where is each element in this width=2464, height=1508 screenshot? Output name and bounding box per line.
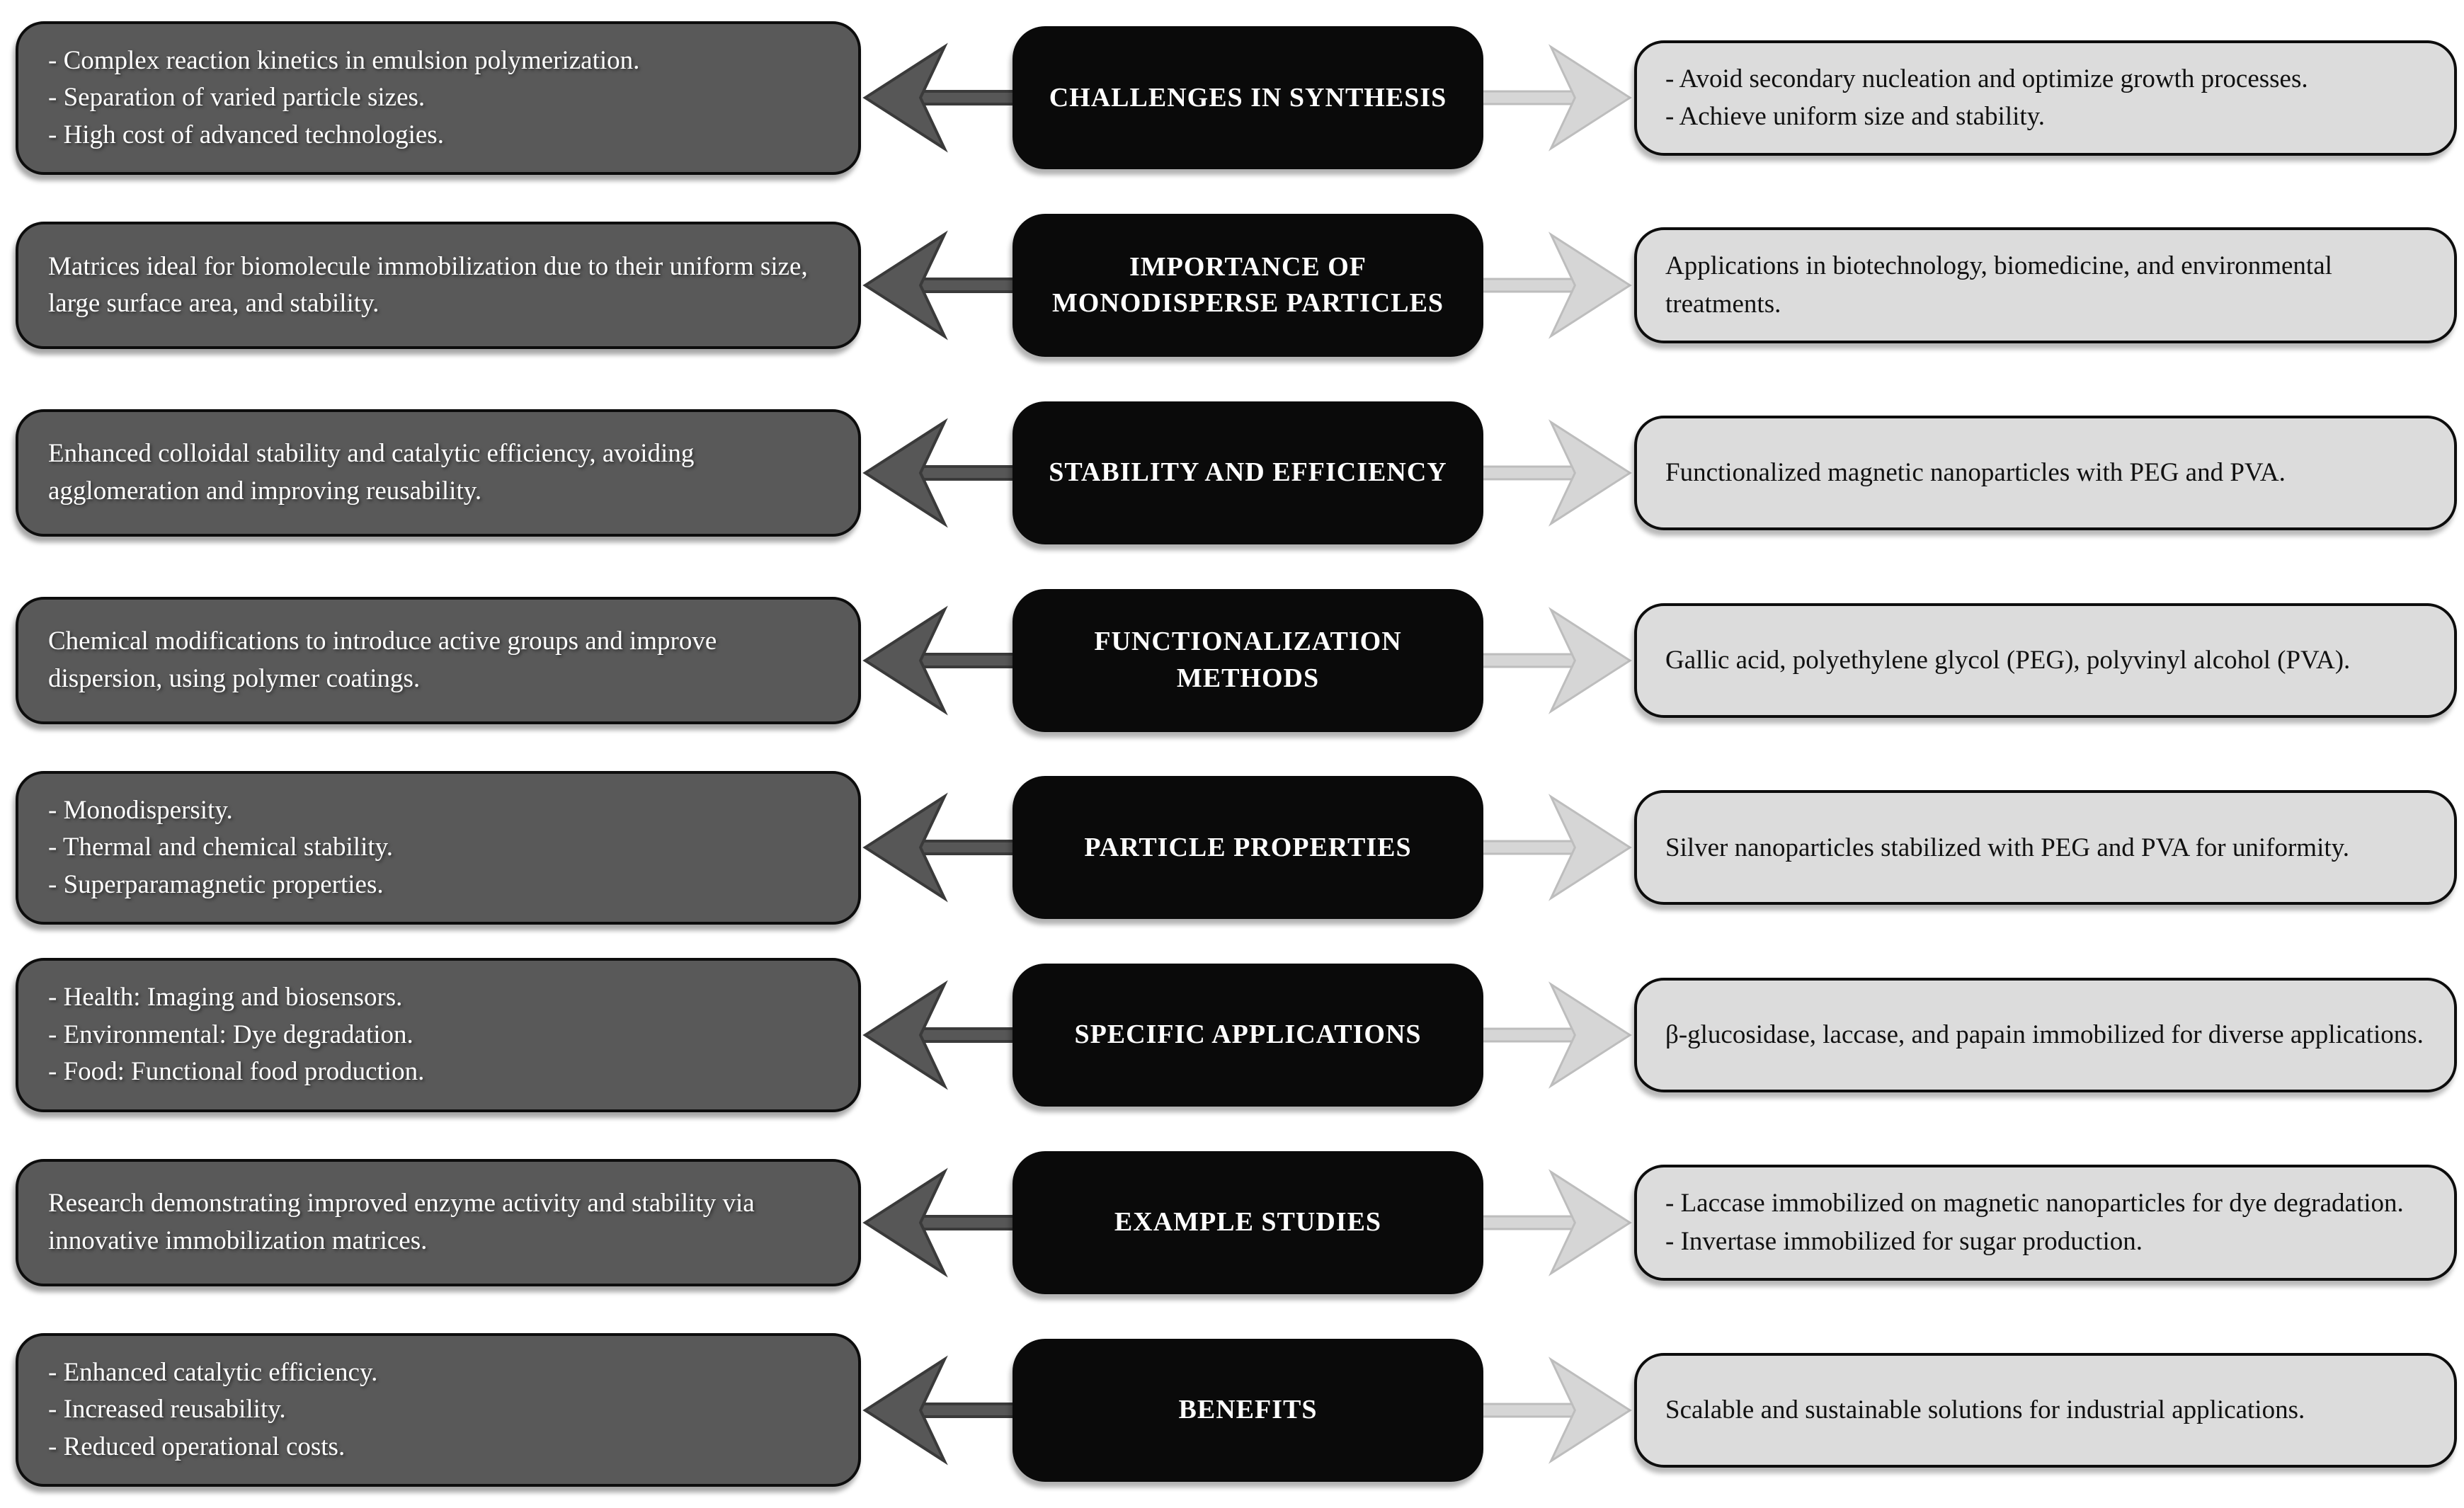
left-detail-text: Chemical modifications to introduce acti… bbox=[48, 627, 717, 693]
left-detail-box: - Monodispersity. - Thermal and chemical… bbox=[16, 770, 861, 925]
right-arrow-icon bbox=[1483, 1358, 1631, 1462]
right-detail-text: Applications in biotechnology, biomedici… bbox=[1665, 251, 2332, 319]
left-arrow-icon bbox=[864, 607, 1013, 713]
right-detail-text: Functionalized magnetic nanoparticles wi… bbox=[1665, 458, 2286, 488]
right-arrow-cell bbox=[1483, 1129, 1634, 1316]
left-arrow-icon bbox=[864, 983, 1013, 1088]
left-detail-text: Research demonstrating improved enzyme a… bbox=[48, 1189, 755, 1255]
right-arrow-icon bbox=[1483, 46, 1631, 150]
diagram-row-specific-applications: - Health: Imaging and biosensors. - Envi… bbox=[0, 942, 2464, 1129]
left-arrow-cell bbox=[861, 567, 1013, 754]
left-arrow-icon bbox=[864, 233, 1013, 338]
right-detail-text: Scalable and sustainable solutions for i… bbox=[1665, 1395, 2305, 1424]
right-detail-box: β-glucosidase, laccase, and papain immob… bbox=[1634, 978, 2457, 1093]
left-arrow-icon bbox=[864, 420, 1013, 525]
topic-box: STABILITY AND EFFICIENCY bbox=[1013, 401, 1483, 544]
right-arrow-icon bbox=[1483, 983, 1631, 1087]
diagram-row-stability: Enhanced colloidal stability and catalyt… bbox=[0, 379, 2464, 566]
left-detail-text: - Complex reaction kinetics in emulsion … bbox=[48, 45, 640, 149]
right-detail-text: - Avoid secondary nucleation and optimiz… bbox=[1665, 64, 2308, 132]
right-arrow-cell bbox=[1483, 754, 1634, 941]
left-detail-box: Enhanced colloidal stability and catalyt… bbox=[16, 409, 861, 537]
right-detail-text: Silver nanoparticles stabilized with PEG… bbox=[1665, 833, 2349, 862]
diagram-row-challenges: - Complex reaction kinetics in emulsion … bbox=[0, 4, 2464, 191]
left-detail-box: Matrices ideal for biomolecule immobiliz… bbox=[16, 222, 861, 350]
left-detail-text: - Enhanced catalytic efficiency. - Incre… bbox=[48, 1357, 378, 1461]
left-arrow-cell bbox=[861, 1317, 1013, 1504]
left-arrow-icon bbox=[864, 795, 1013, 901]
right-arrow-icon bbox=[1483, 421, 1631, 525]
diagram-row-importance: Matrices ideal for biomolecule immobiliz… bbox=[0, 192, 2464, 379]
right-detail-text: β-glucosidase, laccase, and papain immob… bbox=[1665, 1020, 2424, 1050]
right-detail-box: - Avoid secondary nucleation and optimiz… bbox=[1634, 40, 2457, 156]
left-arrow-cell bbox=[861, 192, 1013, 379]
diagram-row-example-studies: Research demonstrating improved enzyme a… bbox=[0, 1129, 2464, 1316]
right-arrow-icon bbox=[1483, 608, 1631, 712]
topic-box: EXAMPLE STUDIES bbox=[1013, 1150, 1483, 1294]
right-detail-box: Functionalized magnetic nanoparticles wi… bbox=[1634, 415, 2457, 530]
right-arrow-cell bbox=[1483, 192, 1634, 379]
right-detail-box: - Laccase immobilized on magnetic nanopa… bbox=[1634, 1165, 2457, 1281]
right-arrow-icon bbox=[1483, 796, 1631, 900]
right-detail-box: Applications in biotechnology, biomedici… bbox=[1634, 227, 2457, 343]
topic-title: BENEFITS bbox=[1178, 1394, 1318, 1424]
topic-title: IMPORTANCE OF MONODISPERSE PARTICLES bbox=[1051, 251, 1444, 319]
topic-box: SPECIFIC APPLICATIONS bbox=[1013, 964, 1483, 1107]
left-arrow-icon bbox=[864, 1357, 1013, 1463]
right-arrow-icon bbox=[1483, 1170, 1631, 1275]
right-arrow-cell bbox=[1483, 942, 1634, 1129]
topic-box: CHALLENGES IN SYNTHESIS bbox=[1013, 26, 1483, 170]
left-arrow-cell bbox=[861, 4, 1013, 191]
left-detail-box: - Complex reaction kinetics in emulsion … bbox=[16, 21, 861, 176]
right-arrow-icon bbox=[1483, 233, 1631, 338]
right-detail-text: - Laccase immobilized on magnetic nanopa… bbox=[1665, 1189, 2404, 1256]
right-arrow-cell bbox=[1483, 567, 1634, 754]
left-detail-text: Enhanced colloidal stability and catalyt… bbox=[48, 439, 695, 505]
left-detail-box: - Health: Imaging and biosensors. - Envi… bbox=[16, 958, 861, 1112]
right-arrow-cell bbox=[1483, 1317, 1634, 1504]
diagram-row-particle-properties: - Monodispersity. - Thermal and chemical… bbox=[0, 754, 2464, 941]
right-detail-box: Silver nanoparticles stabilized with PEG… bbox=[1634, 790, 2457, 906]
left-arrow-icon bbox=[864, 45, 1013, 151]
right-detail-text: Gallic acid, polyethylene glycol (PEG), … bbox=[1665, 645, 2351, 675]
topic-title: CHALLENGES IN SYNTHESIS bbox=[1049, 82, 1447, 113]
left-detail-box: Chemical modifications to introduce acti… bbox=[16, 596, 861, 724]
right-arrow-cell bbox=[1483, 4, 1634, 191]
topic-box: PARTICLE PROPERTIES bbox=[1013, 776, 1483, 920]
left-arrow-cell bbox=[861, 754, 1013, 941]
left-detail-box: Research demonstrating improved enzyme a… bbox=[16, 1158, 861, 1286]
right-detail-box: Gallic acid, polyethylene glycol (PEG), … bbox=[1634, 602, 2457, 718]
topic-title: STABILITY AND EFFICIENCY bbox=[1049, 457, 1447, 488]
topic-title: SPECIFIC APPLICATIONS bbox=[1074, 1019, 1422, 1050]
left-detail-text: - Monodispersity. - Thermal and chemical… bbox=[48, 795, 393, 899]
left-detail-text: Matrices ideal for biomolecule immobiliz… bbox=[48, 251, 808, 319]
topic-box: FUNCTIONALIZATION METHODS bbox=[1013, 588, 1483, 732]
topic-box: IMPORTANCE OF MONODISPERSE PARTICLES bbox=[1013, 214, 1483, 358]
left-detail-box: - Enhanced catalytic efficiency. - Incre… bbox=[16, 1332, 861, 1487]
topic-title: PARTICLE PROPERTIES bbox=[1084, 832, 1412, 862]
topic-title: EXAMPLE STUDIES bbox=[1114, 1207, 1382, 1238]
left-arrow-cell bbox=[861, 379, 1013, 566]
right-arrow-cell bbox=[1483, 379, 1634, 566]
left-detail-text: - Health: Imaging and biosensors. - Envi… bbox=[48, 983, 425, 1087]
diagram-row-functionalization: Chemical modifications to introduce acti… bbox=[0, 567, 2464, 754]
left-arrow-icon bbox=[864, 1170, 1013, 1275]
topic-title: FUNCTIONALIZATION METHODS bbox=[1094, 627, 1402, 693]
diagram-row-benefits: - Enhanced catalytic efficiency. - Incre… bbox=[0, 1317, 2464, 1504]
topic-box: BENEFITS bbox=[1013, 1338, 1483, 1482]
left-arrow-cell bbox=[861, 942, 1013, 1129]
left-arrow-cell bbox=[861, 1129, 1013, 1316]
right-detail-box: Scalable and sustainable solutions for i… bbox=[1634, 1352, 2457, 1468]
